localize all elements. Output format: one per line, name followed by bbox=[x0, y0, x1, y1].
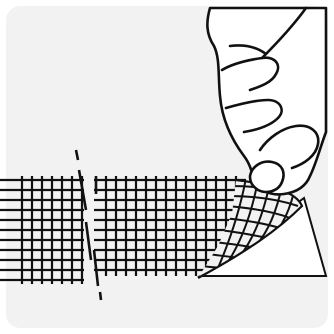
thumb-nail bbox=[250, 162, 284, 192]
mesh-left-vertical-lines bbox=[22, 176, 82, 284]
